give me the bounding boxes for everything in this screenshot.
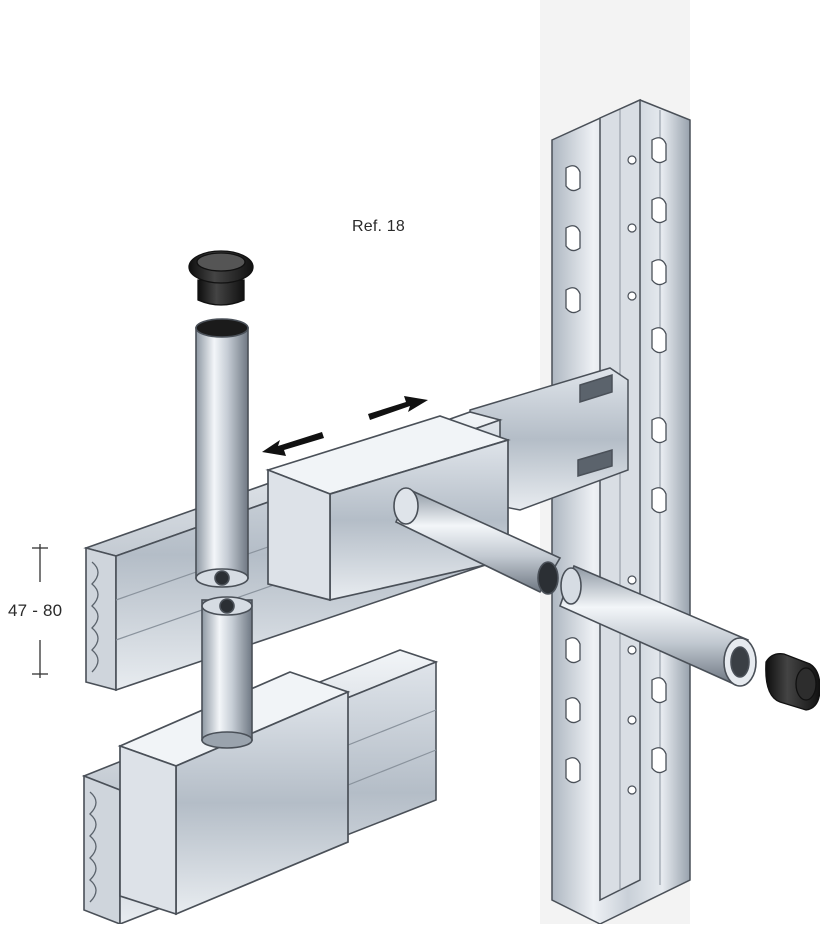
upright-holes: [627, 155, 637, 795]
vertical-tube-lower: [201, 596, 253, 749]
upright-slots: [565, 137, 667, 784]
vertical-tube-upper: [195, 318, 249, 588]
reference-label: Ref. 18: [352, 218, 405, 235]
dimension-label: 47 - 80: [8, 601, 63, 620]
end-cap-right: [765, 653, 820, 711]
dimension-marker: [32, 544, 48, 678]
top-cap: [188, 250, 254, 306]
arrow-right-icon: [368, 396, 428, 420]
horizontal-tube: [393, 487, 757, 687]
upright-post: [551, 98, 691, 925]
arrow-left-icon: [262, 432, 324, 456]
